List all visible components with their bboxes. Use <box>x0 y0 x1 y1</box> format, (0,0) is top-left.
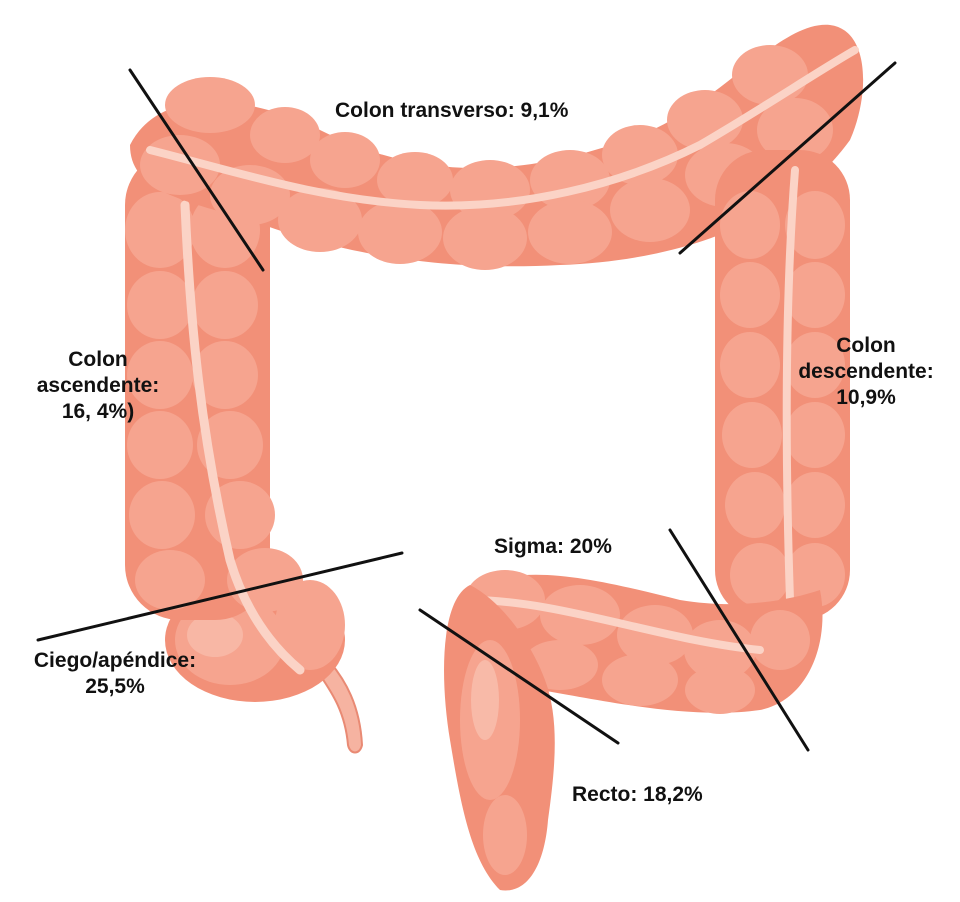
label-recto: Recto: 18,2% <box>572 782 703 808</box>
label-colon-descendente: Colon descendente: 10,9% <box>778 333 954 411</box>
label-ciego-apendice: Ciego/apéndice: 25,5% <box>10 648 220 700</box>
label-sigma: Sigma: 20% <box>494 534 612 560</box>
label-colon-ascendente: Colon ascendente: 16, 4%) <box>18 347 178 425</box>
label-colon-transverso: Colon transverso: 9,1% <box>335 98 568 124</box>
